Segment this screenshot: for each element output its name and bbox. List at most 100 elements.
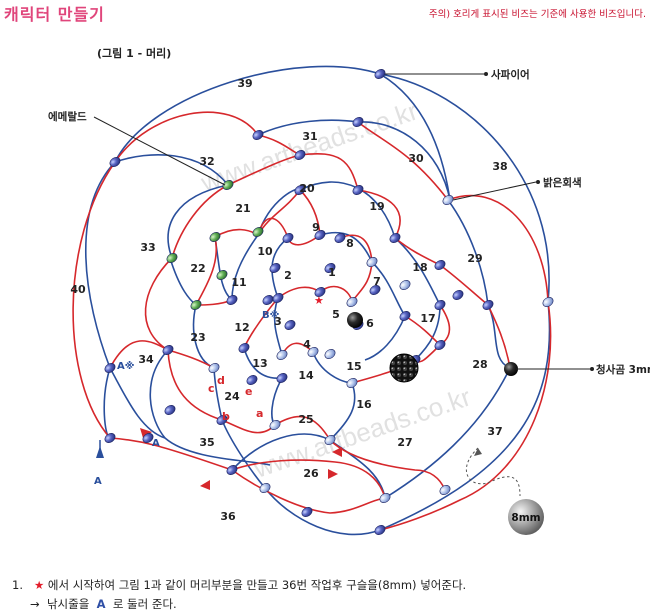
region-number: 33 — [140, 241, 155, 254]
dark-bead-3mm — [504, 362, 518, 376]
sapphire-bead — [226, 465, 238, 475]
sapphire-bead — [104, 433, 116, 443]
reference-bead — [379, 493, 391, 503]
marker-b: B※ — [262, 309, 279, 321]
sapphire-bead — [352, 117, 364, 127]
region-labels: 1234567891011121314151617181920212223242… — [70, 77, 507, 523]
sapphire-bead — [301, 507, 313, 517]
start-star-icon: ★ — [33, 578, 45, 592]
emerald-bead — [209, 232, 221, 242]
reference-bead — [276, 350, 288, 360]
region-number: 24 — [224, 390, 240, 403]
region-number: 40 — [70, 283, 86, 296]
sapphire-bead — [434, 260, 446, 270]
sapphire-bead — [104, 363, 116, 373]
region-number: 26 — [303, 467, 319, 480]
region-number: 16 — [356, 398, 372, 411]
callout-silver: 밝은회색 — [543, 176, 582, 189]
instruction-number: 1. — [12, 578, 23, 592]
region-number: 4 — [303, 338, 311, 351]
reference-bead — [346, 297, 358, 307]
sapphire-bead — [269, 263, 281, 273]
region-number: 29 — [467, 252, 482, 265]
top-note: 주의) 호리게 표시된 비즈는 기준에 사용한 비즈입니다. — [428, 9, 646, 20]
bead-8mm — [508, 499, 544, 535]
sapphire-bead — [374, 525, 386, 535]
region-number: 10 — [257, 245, 273, 258]
instruction-a: A — [96, 597, 106, 611]
region-number: 27 — [397, 436, 412, 449]
marker-letter: a — [256, 407, 263, 420]
region-number: 6 — [366, 317, 374, 330]
sapphire-bead — [352, 185, 364, 195]
callouts: 사파이어 에메랄드 밝은회색 청사곰 3mm — [48, 68, 650, 376]
region-number: 28 — [472, 358, 487, 371]
marker-a: A — [152, 438, 160, 449]
marker-a-mark: A※ — [117, 360, 134, 372]
marker-letter: b — [222, 410, 230, 423]
sapphire-bead — [226, 295, 238, 305]
reference-bead — [208, 363, 220, 373]
region-number: 30 — [408, 152, 424, 165]
reference-bead — [542, 297, 554, 307]
instruction-line-2: → 낚시줄을 A 로 둘러 준다. — [30, 596, 177, 612]
region-number: 32 — [199, 155, 214, 168]
sapphire-bead — [399, 311, 411, 321]
sapphire-bead — [314, 230, 326, 240]
sapphire-bead — [276, 373, 288, 383]
sapphire-bead — [238, 343, 250, 353]
emerald-bead — [216, 270, 228, 280]
region-number: 1 — [328, 266, 336, 279]
sapphire-bead — [314, 287, 326, 297]
emerald-bead — [252, 227, 264, 237]
region-number: 13 — [252, 357, 267, 370]
region-number: 15 — [346, 360, 361, 373]
region-number: 2 — [284, 269, 292, 282]
thread-arrows — [96, 428, 342, 490]
region-number: 7 — [373, 275, 381, 288]
sapphire-bead — [162, 345, 174, 355]
reference-bead — [399, 280, 411, 290]
reference-bead — [307, 347, 319, 357]
region-number: 36 — [220, 510, 236, 523]
watermark: www.artbeads.co.kr — [249, 381, 475, 484]
marker-letter: c — [208, 382, 215, 395]
region-number: 5 — [332, 308, 340, 321]
instruction-text-2a: 낚시줄을 — [46, 597, 90, 611]
page-title: 캐릭터 만들기 — [4, 5, 105, 24]
region-number: 31 — [302, 130, 317, 143]
emerald-bead — [190, 300, 202, 310]
reference-bead — [366, 257, 378, 267]
sapphire-bead — [294, 185, 306, 195]
sapphire-bead — [369, 285, 381, 295]
region-number: 22 — [190, 262, 205, 275]
instruction-text-1: 에서 시작하여 그림 1과 같이 머리부분을 만들고 36번 작업후 구슬을(8… — [47, 578, 467, 592]
berry-bead — [389, 353, 419, 383]
region-number: 39 — [237, 77, 252, 90]
region-number: 14 — [298, 369, 314, 382]
callout-emerald: 에메랄드 — [48, 110, 87, 123]
sapphire-bead — [262, 295, 274, 305]
sapphire-bead — [164, 405, 176, 415]
reference-bead — [269, 420, 281, 430]
sapphire-bead — [324, 263, 336, 273]
sapphire-bead — [246, 375, 258, 385]
region-number: 37 — [487, 425, 502, 438]
reference-bead — [324, 435, 336, 445]
reference-bead — [439, 485, 451, 495]
region-number: 18 — [412, 261, 427, 274]
reference-bead — [259, 483, 271, 493]
sapphire-bead — [216, 415, 228, 425]
region-number: 35 — [199, 436, 214, 449]
sapphire-bead — [272, 293, 284, 303]
region-number: 3 — [274, 315, 282, 328]
sapphire-bead — [434, 340, 446, 350]
sapphire-bead — [284, 320, 296, 330]
region-number: 20 — [299, 182, 315, 195]
marker-letter: e — [245, 385, 252, 398]
region-number: 38 — [492, 160, 507, 173]
sapphire-bead — [109, 157, 121, 167]
region-number: 19 — [369, 200, 384, 213]
marker-a: A — [94, 476, 102, 487]
